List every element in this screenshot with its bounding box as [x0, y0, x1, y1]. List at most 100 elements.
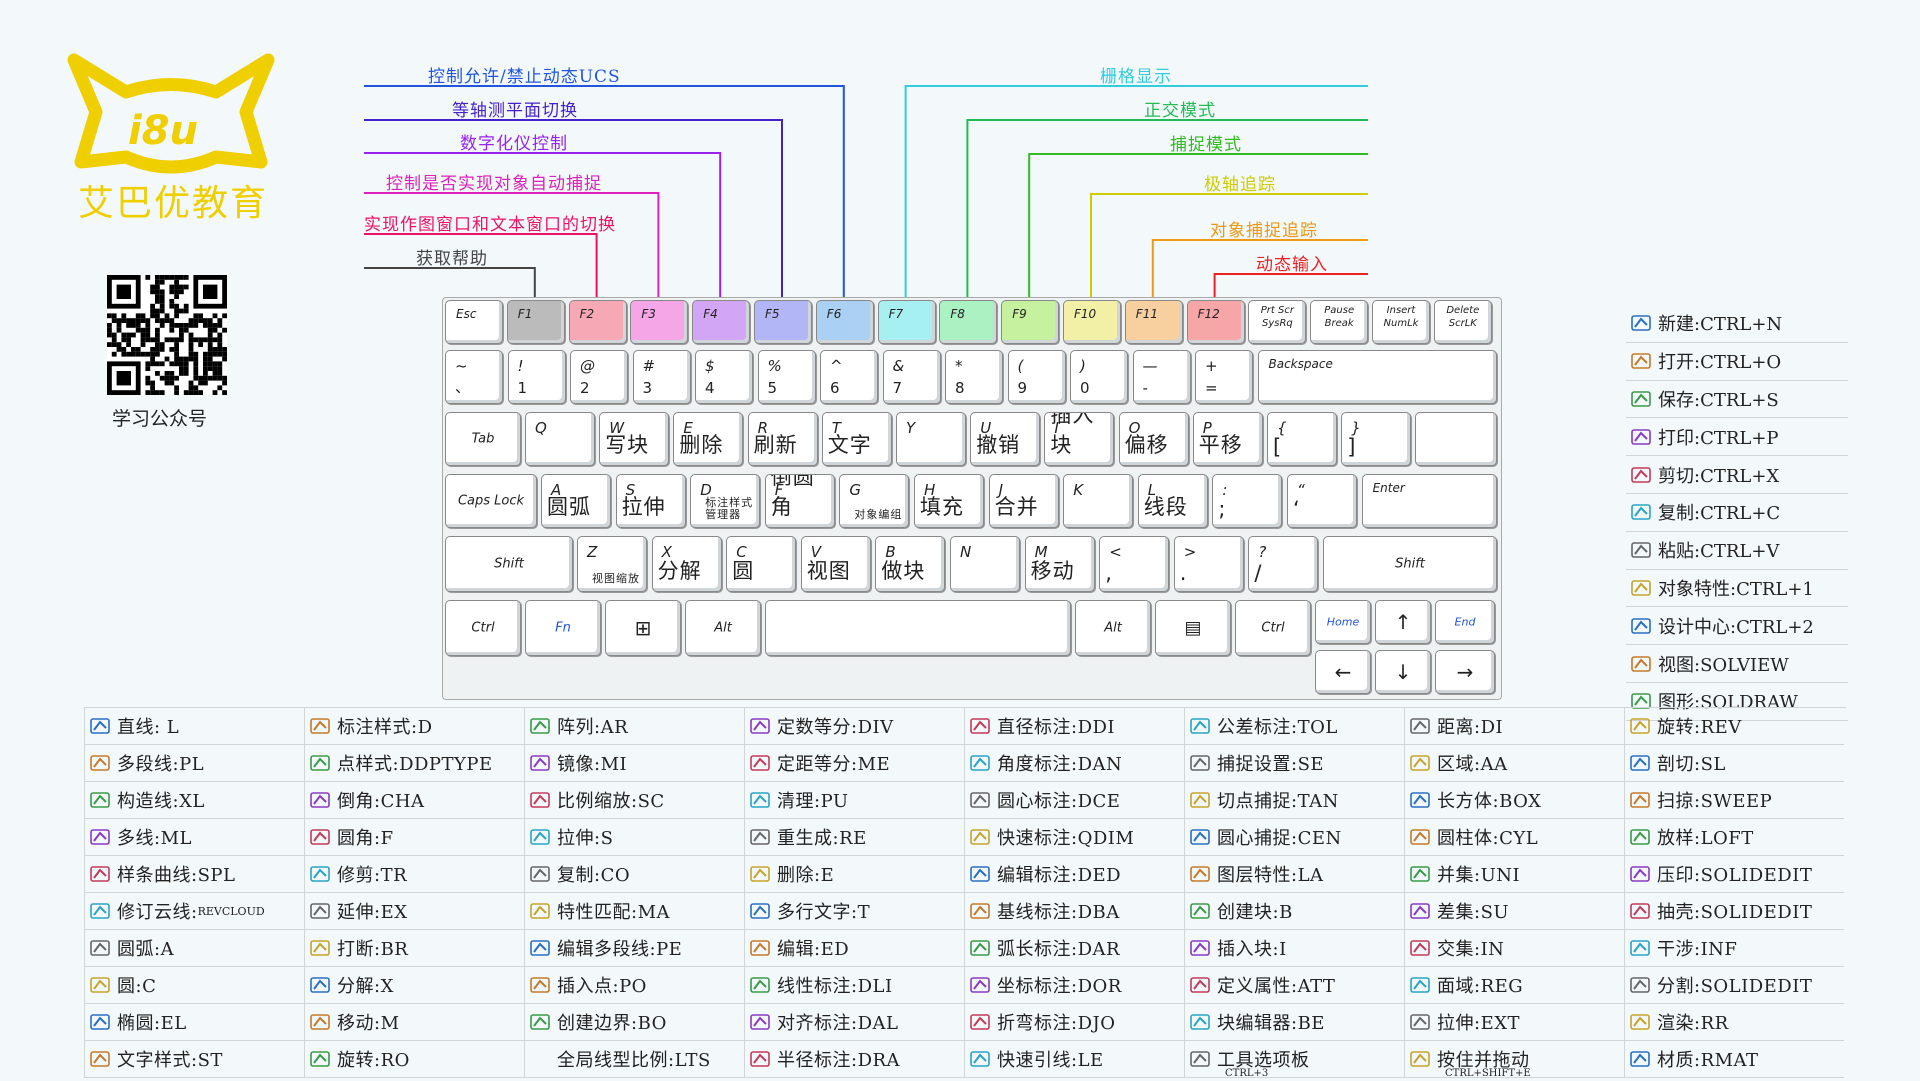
key-f1[interactable]: F1	[506, 300, 565, 344]
extrude-icon	[1409, 1013, 1431, 1031]
key-f4[interactable]: F4	[692, 300, 751, 344]
key-4[interactable]: $4	[695, 350, 753, 404]
key-<[interactable]: <,	[1099, 536, 1170, 592]
key-}[interactable]: }]	[1341, 412, 1412, 466]
key-shift-char: )	[1080, 357, 1086, 375]
key-9[interactable]: (9	[1007, 350, 1066, 404]
key-shift-left[interactable]: Shift	[445, 536, 573, 592]
key-f12[interactable]: F12	[1186, 300, 1245, 344]
key-home[interactable]: Home	[1315, 600, 1371, 644]
key-up[interactable]: ↑	[1375, 600, 1431, 644]
key->[interactable]: >.	[1173, 536, 1244, 592]
key-Y[interactable]: Y	[896, 412, 966, 466]
key-Q[interactable]: Q	[525, 412, 595, 466]
pline-icon	[89, 754, 111, 772]
key-alt-right[interactable]: Alt	[1075, 600, 1151, 656]
trim-icon	[309, 865, 331, 883]
key--[interactable]: —-	[1132, 350, 1191, 404]
key-?[interactable]: ?/	[1248, 536, 1319, 592]
key-delete[interactable]: Delete ScrLK	[1433, 300, 1492, 344]
key-K[interactable]: K	[1063, 474, 1134, 528]
key-:[interactable]: :;	[1212, 474, 1283, 528]
key-6[interactable]: ^6	[820, 350, 878, 404]
key-ctrl-right[interactable]: Ctrl	[1235, 600, 1311, 656]
key-0[interactable]: )0	[1070, 350, 1128, 404]
key-f11[interactable]: F11	[1124, 300, 1183, 344]
key-7[interactable]: &7	[882, 350, 941, 404]
key-left[interactable]: ←	[1315, 650, 1371, 694]
key-caps[interactable]: Caps Lock	[445, 474, 537, 528]
key-menu[interactable]: ▤	[1155, 600, 1231, 656]
command-text: 公差标注:TOL	[1217, 717, 1338, 738]
key-space[interactable]	[765, 600, 1071, 656]
key-ctrl-left[interactable]: Ctrl	[445, 600, 521, 656]
key-label: F5	[765, 307, 780, 321]
command-cell: 放样:LOFT	[1624, 819, 1844, 856]
key-=[interactable]: +=	[1195, 350, 1253, 404]
key-{[interactable]: {[	[1267, 412, 1337, 466]
key-down[interactable]: ↓	[1375, 650, 1431, 694]
key-blank-right[interactable]	[1415, 412, 1497, 466]
key-letter: E	[683, 419, 693, 437]
key-tab[interactable]: Tab	[445, 412, 521, 466]
interfere-icon	[1629, 939, 1651, 957]
key-fn[interactable]: Fn	[525, 600, 601, 656]
command-cell: 定数等分:DIV	[744, 708, 964, 745]
key-f9[interactable]: F9	[1001, 300, 1060, 344]
key-8[interactable]: *8	[945, 350, 1003, 404]
key-pause[interactable]: Pause Break	[1310, 300, 1369, 344]
key-right[interactable]: →	[1435, 650, 1495, 694]
key-f6[interactable]: F6	[815, 300, 874, 344]
command-text: 圆:C	[117, 976, 157, 997]
key-cad-command: 移动	[1030, 559, 1075, 583]
intersect-icon	[1409, 939, 1431, 957]
presspull-icon	[1409, 1050, 1431, 1068]
key-f3[interactable]: F3	[630, 300, 689, 344]
key-“[interactable]: “‘	[1287, 474, 1357, 528]
key-windows[interactable]: ⊞	[605, 600, 681, 656]
key-1[interactable]: !1	[507, 350, 566, 404]
key-2[interactable]: @2	[570, 350, 628, 404]
key-insert[interactable]: Insert NumLk	[1372, 300, 1430, 344]
command-cell: 扫掠:SWEEP	[1624, 782, 1844, 819]
key-、[interactable]: ~、	[445, 350, 503, 404]
key-shift-right[interactable]: Shift	[1323, 536, 1497, 592]
key-f2[interactable]: F2	[568, 300, 627, 344]
callout-label: 数字化仪控制	[460, 134, 568, 154]
key-3[interactable]: #3	[632, 350, 691, 404]
key-prtscr[interactable]: Prt Scr SysRq	[1248, 300, 1307, 344]
key-backspace[interactable]: Backspace	[1257, 350, 1497, 404]
key-end[interactable]: End	[1435, 600, 1495, 644]
key-f7[interactable]: F7	[877, 300, 936, 344]
key-enter[interactable]: Enter	[1361, 474, 1497, 528]
key-esc[interactable]: Esc	[445, 300, 503, 344]
key-f8[interactable]: F8	[939, 300, 998, 344]
key-alt-left[interactable]: Alt	[685, 600, 761, 656]
key-f10[interactable]: F10	[1063, 300, 1121, 344]
key-N[interactable]: N	[950, 536, 1020, 592]
key-f5[interactable]: F5	[754, 300, 812, 344]
key-5[interactable]: %5	[757, 350, 816, 404]
